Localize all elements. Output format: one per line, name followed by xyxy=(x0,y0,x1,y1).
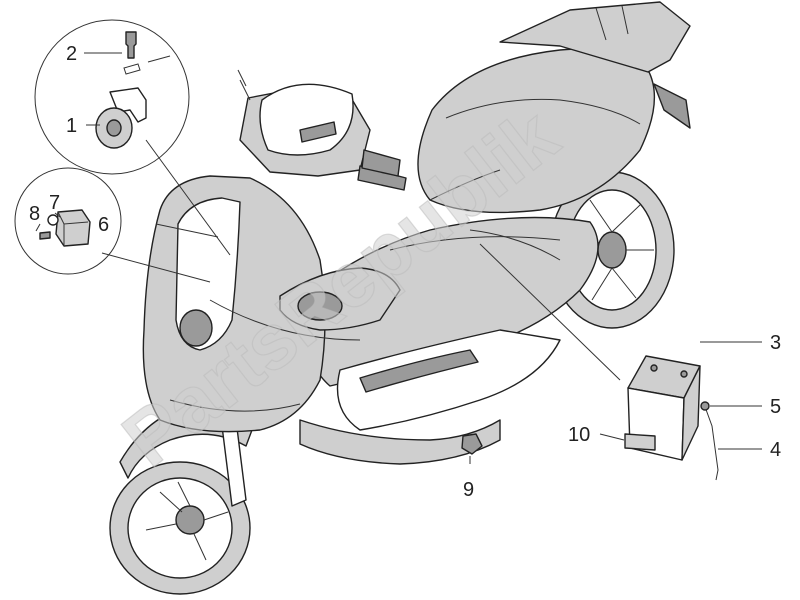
rear-light xyxy=(653,83,691,129)
callout-5: 5 xyxy=(770,396,781,418)
relay-body xyxy=(55,209,91,247)
relay-clip xyxy=(47,214,59,226)
floorboard xyxy=(336,329,561,431)
callout-8: 8 xyxy=(29,203,40,225)
callout-9: 9 xyxy=(463,479,474,501)
inset-horn xyxy=(34,19,190,175)
relay-screw xyxy=(39,231,51,240)
callout-6: 6 xyxy=(98,214,109,236)
body-side-panel xyxy=(299,216,599,387)
leader-lines xyxy=(35,52,762,464)
callout-7: 7 xyxy=(49,192,60,214)
battery-terminal-screw xyxy=(700,401,710,411)
rear-tail xyxy=(499,1,691,73)
windscreen xyxy=(259,83,354,156)
clip-part-9 xyxy=(461,433,483,455)
lower-belly xyxy=(299,419,501,465)
callout-3: 3 xyxy=(770,332,781,354)
battery-group xyxy=(624,355,719,481)
callout-labels: 1 2 3 4 5 6 7 8 9 10 xyxy=(29,43,781,501)
scooter-illustration xyxy=(109,1,691,595)
callout-1: 1 xyxy=(66,115,77,137)
front-wheel xyxy=(109,461,251,595)
callout-10: 10 xyxy=(568,424,590,446)
battery-cable xyxy=(703,403,719,481)
horn-washer xyxy=(123,63,141,75)
battery-pad xyxy=(624,433,656,451)
mirror-stem xyxy=(237,69,251,101)
horn-bolt xyxy=(125,31,137,59)
callout-2: 2 xyxy=(66,43,77,65)
callout-4: 4 xyxy=(770,439,781,461)
inset-relay xyxy=(14,167,122,275)
